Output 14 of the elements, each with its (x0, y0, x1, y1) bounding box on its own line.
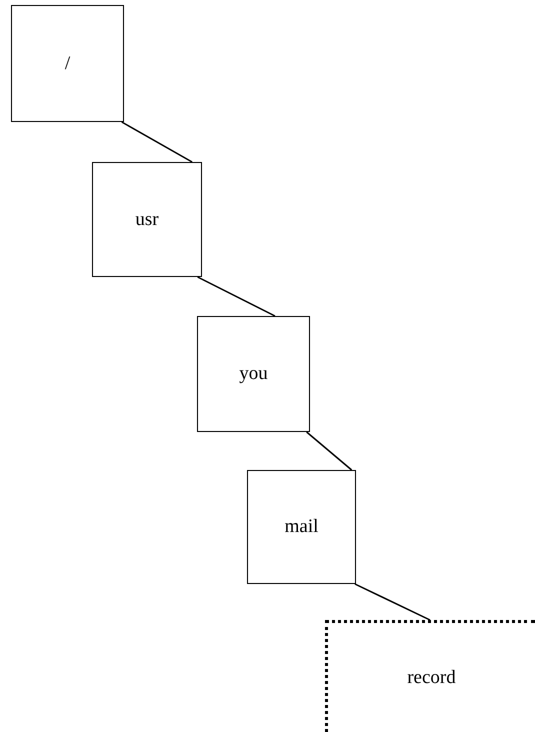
directory-box (197, 316, 310, 432)
directory-name: record (407, 666, 456, 688)
directory-name: / (64, 52, 70, 74)
directory-name: you (239, 363, 268, 385)
connector-line (121, 121, 192, 163)
directory-box (11, 5, 124, 122)
directory-box (92, 162, 202, 277)
connector-line (197, 276, 276, 317)
dotted-box (325, 620, 535, 732)
connector-line (306, 431, 352, 471)
directory-name: mail (284, 516, 318, 538)
directory-name: usr (135, 208, 159, 230)
connector-line (354, 583, 430, 621)
directory-box (247, 470, 356, 584)
